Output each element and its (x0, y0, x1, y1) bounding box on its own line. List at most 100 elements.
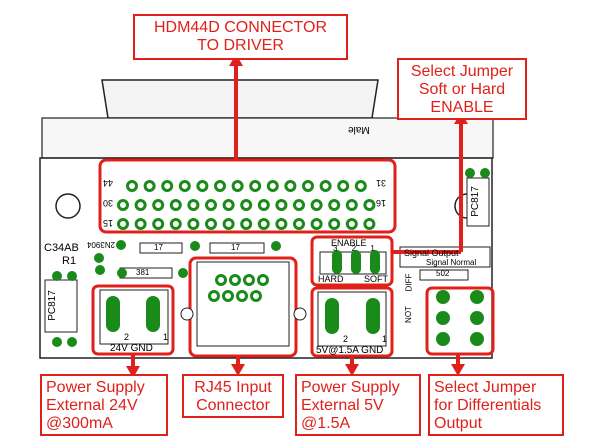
diff-jumper-pin (470, 311, 484, 325)
callout-power5-line2: External 5V (301, 397, 384, 414)
callout-power5: Power Supply External 5V @1.5A (295, 374, 421, 436)
hdm44d-pin (240, 199, 253, 211)
callout-diff-line2: for Differentials (434, 397, 542, 414)
pad (271, 241, 281, 251)
hdm44d-pin (310, 218, 323, 230)
rj45-body (196, 261, 290, 347)
silk-signal-output: Signal Output (404, 248, 459, 258)
callout-rj45-line2: Connector (196, 397, 270, 414)
resistor-502 (419, 269, 469, 281)
silk-pin30: 30 (103, 198, 114, 208)
power5-pad-2 (325, 298, 339, 334)
rj45-pin (257, 274, 269, 286)
hdm44d-pin (257, 199, 270, 211)
diff-pins (436, 290, 484, 346)
diff-jumper-pin (470, 332, 484, 346)
diff-jumper-pin (436, 311, 450, 325)
arrowhead-diff (451, 364, 465, 376)
diff-jumper-pin (470, 290, 484, 304)
callout-rj45-line1: RJ45 Input (194, 379, 272, 396)
callout-power24-line1: Power Supply (46, 379, 145, 396)
callout-diff-line1: Select Jumper (434, 379, 537, 396)
pad (95, 265, 105, 275)
pad (465, 168, 475, 178)
rj45-pin (243, 274, 255, 286)
rj45-highlight (188, 256, 298, 358)
dsub-shell-top (101, 79, 379, 119)
diff-jumper-pin (436, 332, 450, 346)
hdm44d-pin (319, 180, 332, 192)
silk-term1-right: 1 (382, 334, 388, 344)
hdm44d-pin (231, 180, 244, 192)
callout-diff: Select Jumper for Differentials Output (428, 374, 564, 436)
silk-pin15: 15 (103, 218, 114, 228)
hdm44d-pin (205, 199, 217, 211)
arrowhead-power24 (126, 366, 140, 378)
hdm44d-pin (134, 199, 147, 211)
hdm44d-pin (222, 199, 235, 211)
silk-5v-gnd: 5V@1.5A GND (316, 345, 384, 356)
hdm44d-pin (187, 218, 200, 230)
hdm44d-pin (249, 180, 262, 192)
rj45-peg-right (293, 307, 307, 321)
silk-term1-left: 1 (163, 332, 169, 342)
rj45-peg-left (180, 307, 194, 321)
hdm44d-pin (240, 218, 253, 230)
hdm44d-pin (152, 199, 165, 211)
rj45-pin (222, 290, 234, 302)
hdm44d-pin (328, 199, 341, 211)
dsub-flange (41, 117, 494, 159)
rj45-pins (208, 274, 269, 302)
hdm44d-pin (117, 199, 129, 211)
callout-power24-line2: External 24V (46, 397, 138, 414)
callout-enable-line1: Select Jumper (410, 63, 514, 80)
hdm44d-pin (169, 218, 182, 230)
callout-power5-line3: @1.5A (301, 415, 351, 432)
hdm44d-pin (205, 218, 217, 230)
power24-pad-1 (146, 296, 160, 332)
callout-hdm44d: HDM44D CONNECTOR TO DRIVER (133, 14, 348, 60)
hdm44d-pin (222, 218, 235, 230)
power5-pad-1 (366, 298, 380, 334)
callout-enable-line3: ENABLE (430, 99, 494, 116)
silk-male: Male (348, 124, 370, 135)
hdm44d-pin (257, 218, 270, 230)
hdm44d-pin (178, 180, 191, 192)
hdm44d-pin (363, 199, 376, 211)
pin-row-3 (117, 218, 376, 230)
silk-24v-gnd: 24V GND (110, 343, 153, 354)
silk-r1: R1 (62, 255, 77, 267)
hdm44d-pin (354, 180, 367, 192)
callout-enable: Select Jumper Soft or Hard ENABLE (397, 58, 527, 120)
hdm44d-pin (293, 218, 305, 230)
hdm44d-pin (134, 218, 147, 230)
silk-pin44: 44 (103, 178, 114, 188)
silk-r17a: 17 (154, 243, 163, 252)
silk-c34ab: C34AB (44, 242, 79, 254)
pad (117, 268, 127, 278)
mount-hole-left (55, 193, 81, 219)
hdm44d-pin (275, 218, 288, 230)
silk-soft: SOFT (364, 274, 388, 284)
silk-enable: ENABLE (331, 238, 367, 248)
silk-pc817-right: PC817 (469, 186, 481, 217)
enable-pin-3 (332, 250, 342, 274)
hdm44d-pin (275, 199, 288, 211)
rj45-pin (236, 290, 248, 302)
callout-diff-line3: Output (434, 415, 483, 432)
callout-hdm44d-line1: HDM44D CONNECTOR (153, 19, 328, 36)
silk-diff: DIFF (404, 273, 414, 292)
resistor-17b (209, 242, 265, 254)
hdm44d-pin (152, 218, 165, 230)
silk-r381: 381 (136, 268, 150, 277)
silk-signal-normal: Signal Normal (426, 258, 477, 267)
arrowhead-rj45 (231, 364, 245, 376)
pc817-right-chip (466, 177, 490, 227)
callout-rj45: RJ45 Input Connector (182, 374, 284, 418)
resistor-17a (139, 242, 183, 254)
hdm44d-pin (266, 180, 279, 192)
pad (52, 337, 62, 347)
silk-hard: HARD (318, 274, 344, 284)
arrowhead-hdm44d (229, 54, 243, 66)
silk-pc817-left: PC817 (46, 290, 58, 321)
